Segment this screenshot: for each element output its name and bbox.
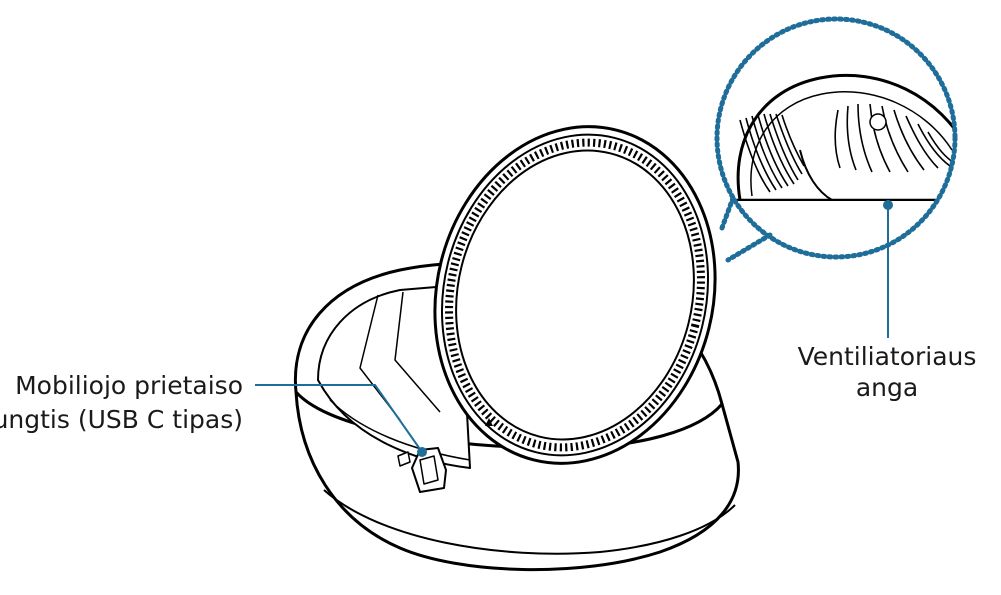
zoom-detail xyxy=(714,16,958,263)
callout-fan-dot xyxy=(883,200,893,210)
callout-connector-leader xyxy=(255,384,423,453)
callout-connector: Mobiliojo prietaiso jungtis (USB C tipas… xyxy=(0,371,427,457)
usb-connector-small xyxy=(397,451,411,467)
callout-connector-line1: Mobiliojo prietaiso xyxy=(15,371,243,400)
zoom-screw-hole xyxy=(869,113,887,131)
triangle-up-icon xyxy=(485,418,493,426)
pad-ring-inner xyxy=(455,149,695,441)
zoom-center-strap xyxy=(799,149,833,201)
base-rim-line xyxy=(323,489,736,555)
callout-fan: Ventiliatoriaus anga xyxy=(798,200,977,402)
callout-fan-line1: Ventiliatoriaus xyxy=(798,342,977,371)
zoom-leader-upper xyxy=(719,195,736,231)
callout-connector-line2: jungtis (USB C tipas) xyxy=(0,405,243,434)
zoom-vent-right xyxy=(834,103,955,173)
callout-connector-dot xyxy=(417,447,427,457)
zoom-leader-lower xyxy=(725,232,773,263)
inner-wall-line-2 xyxy=(394,291,441,413)
pad-ring-teeth xyxy=(445,138,705,452)
zoom-border xyxy=(714,16,958,260)
tilted-pad xyxy=(433,125,717,465)
zoom-housing-curve xyxy=(736,73,955,201)
usb-connector-plug xyxy=(419,455,439,485)
zoom-vent-left xyxy=(739,113,805,193)
dock-base xyxy=(293,261,740,572)
inner-floor-line xyxy=(329,399,471,461)
callout-fan-line2: anga xyxy=(856,373,918,402)
inner-cavity xyxy=(317,284,471,469)
zoom-housing-inner xyxy=(750,90,953,197)
